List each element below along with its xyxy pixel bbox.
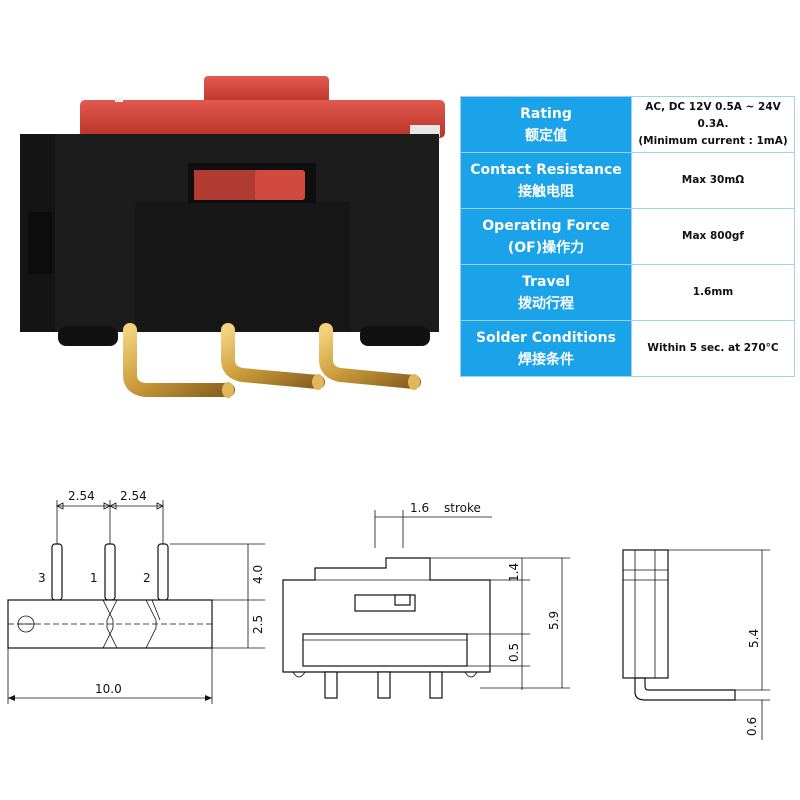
drawing-front-view: 1.6 stroke 1.4 5.9 0.5 (282, 501, 570, 699)
spec-value: AC, DC 12V 0.5A ~ 24V 0.3A. (645, 101, 781, 130)
drawing-side-view: 5.4 0.6 (622, 549, 770, 740)
dim-length: 10.0 (95, 682, 122, 696)
spec-table: Rating 额定值 AC, DC 12V 0.5A ~ 24V 0.3A. (Min… (460, 96, 795, 377)
spec-label-zh: 接触电阻 (518, 183, 574, 200)
spec-label-cell: Travel 拨动行程 (460, 264, 632, 321)
spec-label-cell: Operating Force (OF)操作力 (460, 208, 632, 265)
gold-pins (123, 323, 421, 398)
pin-label-1: 1 (90, 571, 98, 585)
dim-pitch-right: 2.54 (120, 489, 147, 503)
spec-value-cell: AC, DC 12V 0.5A ~ 24V 0.3A. (Minimum curr… (631, 96, 795, 153)
spec-label-zh: 焊接条件 (518, 351, 574, 368)
dim-body-height: 2.5 (251, 615, 265, 634)
spec-value: 1.6mm (692, 286, 734, 298)
pin-label-2: 2 (143, 571, 151, 585)
spec-label-en: Travel (522, 273, 570, 290)
spec-value: Max 30mΩ (681, 174, 745, 186)
spec-label-en: Rating (520, 105, 572, 122)
spec-row: Operating Force (OF)操作力 Max 800gf (460, 208, 795, 265)
spec-row: Solder Conditions 焊接条件 Within 5 sec. at 27… (460, 320, 795, 377)
dim-pitch-left: 2.54 (68, 489, 95, 503)
spec-row: Contact Resistance 接触电阻 Max 30mΩ (460, 152, 795, 209)
dim-pin-height: 4.0 (251, 565, 265, 584)
spec-label-cell: Contact Resistance 接触电阻 (460, 152, 632, 209)
spec-label-en: Contact Resistance (470, 161, 622, 178)
pin-label-3: 3 (38, 571, 46, 585)
dim-knob: 1.4 (507, 563, 521, 582)
stroke-label: stroke (444, 501, 481, 515)
spec-value: Max 800gf (682, 230, 744, 242)
spec-value-cell: Max 800gf (631, 208, 795, 265)
product-photo (20, 76, 445, 398)
dim-stroke: 1.6 (410, 501, 429, 515)
switch-housing (20, 134, 439, 332)
spec-value-cell: Within 5 sec. at 270°C (631, 320, 795, 377)
dim-pin-thickness: 0.6 (745, 717, 759, 736)
spec-value-cell: Max 30mΩ (631, 152, 795, 209)
spec-row: Rating 额定值 AC, DC 12V 0.5A ~ 24V 0.3A. (Min… (460, 96, 795, 153)
dim-window: 0.5 (507, 643, 521, 662)
spec-label-cell: Rating 额定值 (460, 96, 632, 153)
spec-value-cell: 1.6mm (631, 264, 795, 321)
actuator-top (80, 76, 445, 138)
spec-label-en: Solder Conditions (476, 329, 616, 346)
spec-label-cell: Solder Conditions 焊接条件 (460, 320, 632, 377)
spec-row: Travel 拨动行程 1.6mm (460, 264, 795, 321)
dim-total: 5.9 (547, 611, 561, 630)
spec-label-en: Operating Force (482, 217, 610, 234)
spec-value-note: (Minimum current : 1mA) (638, 135, 788, 147)
technical-drawings: 2.54 2.54 3 1 2 4.0 2.5 10.0 1.6 s (7, 489, 770, 740)
spec-label-zh: 拨动行程 (518, 295, 574, 312)
dim-side-height: 5.4 (747, 629, 761, 648)
spec-label-zh: (OF)操作力 (507, 239, 585, 256)
spec-label-zh: 额定值 (525, 127, 567, 144)
drawing-top-view: 2.54 2.54 3 1 2 4.0 2.5 10.0 (7, 489, 265, 704)
spec-value: Within 5 sec. at 270°C (647, 342, 779, 354)
